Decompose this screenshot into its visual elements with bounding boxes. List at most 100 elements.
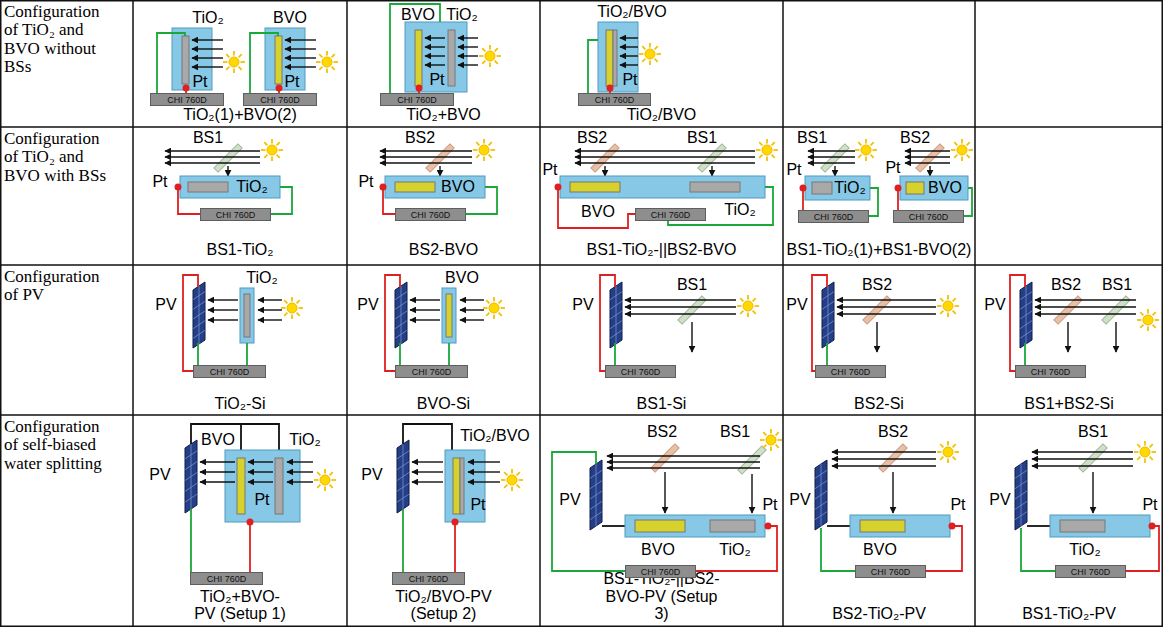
sun-ray bbox=[747, 313, 749, 318]
sun-ray bbox=[865, 157, 867, 162]
wire bbox=[897, 191, 899, 210]
sun-ray bbox=[772, 155, 775, 158]
sun-ray bbox=[511, 469, 513, 474]
header-text: Configuration of self-biased water split… bbox=[0, 415, 116, 473]
pv-panel bbox=[1015, 460, 1027, 530]
sun-ray bbox=[334, 61, 339, 63]
component-label: BVO bbox=[863, 542, 897, 559]
component-label: BS1 bbox=[797, 130, 827, 147]
light-arrow bbox=[410, 299, 440, 300]
sun-ray bbox=[330, 472, 333, 475]
sun-ray bbox=[770, 447, 772, 452]
wire bbox=[602, 525, 625, 527]
pv-grid bbox=[191, 444, 192, 509]
sun-ray bbox=[501, 479, 506, 481]
sun-ray bbox=[519, 479, 524, 481]
sun-ray bbox=[649, 43, 651, 48]
electrolyte-cell bbox=[625, 515, 765, 537]
light-arrow bbox=[380, 156, 472, 157]
component-label: BS2 bbox=[1051, 277, 1081, 294]
cell-caption: BS2-BVO bbox=[409, 241, 478, 259]
pt-counter-electrode bbox=[416, 85, 423, 92]
component-label: Pt bbox=[192, 74, 207, 91]
component-label: BS2 bbox=[647, 424, 677, 441]
instrument-label: CHI 760D bbox=[894, 211, 963, 224]
sun-ray bbox=[937, 305, 942, 307]
wire bbox=[558, 190, 635, 228]
potentiostat-box: CHI 760D bbox=[855, 565, 926, 578]
component-label: Pt bbox=[542, 162, 557, 179]
pt-counter-electrode bbox=[247, 519, 254, 526]
light-arrow bbox=[192, 39, 223, 40]
component-label: BVO bbox=[441, 179, 475, 196]
pv-grid bbox=[596, 464, 597, 526]
light-arrow bbox=[285, 57, 316, 58]
component-label: Pt bbox=[885, 160, 900, 177]
table-rule bbox=[782, 0, 784, 627]
cell-caption: BS1-TiO₂-||BS2-BVO bbox=[587, 241, 737, 259]
bvo-photoanode bbox=[395, 182, 435, 192]
light-arrow bbox=[625, 313, 736, 314]
pv-grid bbox=[828, 286, 829, 344]
sun-ray bbox=[297, 313, 300, 316]
cell-caption: TiO₂/BVO-PV (Setup 2) bbox=[394, 588, 494, 623]
light-arrow bbox=[165, 150, 260, 151]
component-label: TiO₂ bbox=[192, 10, 223, 27]
sun-symbol bbox=[957, 145, 967, 155]
sun-symbol bbox=[485, 51, 495, 61]
potentiostat-box: CHI 760D bbox=[798, 210, 869, 223]
sun-ray bbox=[1147, 309, 1149, 314]
pt-counter-electrode bbox=[380, 184, 387, 191]
sun-ray bbox=[776, 445, 779, 448]
sun-ray bbox=[873, 149, 878, 151]
component-label: BVO bbox=[201, 432, 235, 449]
pt-counter-electrode bbox=[452, 519, 459, 526]
sun-ray bbox=[760, 439, 765, 441]
wire bbox=[383, 190, 395, 214]
light-arrow bbox=[285, 66, 316, 67]
light-arrow bbox=[1092, 472, 1093, 513]
light-arrow bbox=[412, 471, 443, 472]
electrolyte-cell bbox=[225, 450, 300, 522]
table-cell: BS2-BVOCHI 760D bbox=[347, 127, 540, 265]
sun-ray bbox=[226, 67, 229, 70]
table-rule bbox=[346, 0, 348, 627]
sun-ray bbox=[954, 142, 957, 145]
light-arrow bbox=[905, 156, 950, 157]
table-cell: BS2-TiO₂-PVCHI 760D bbox=[783, 415, 975, 627]
sun-ray bbox=[961, 139, 963, 144]
sun-ray bbox=[497, 55, 502, 57]
potentiostat-box: CHI 760D bbox=[1015, 365, 1086, 378]
component-label: Pt bbox=[1142, 497, 1157, 514]
beam-splitter bbox=[738, 446, 766, 474]
sun-ray bbox=[241, 61, 246, 63]
light-arrow bbox=[837, 313, 936, 314]
instrument-label: CHI 760D bbox=[816, 366, 885, 379]
light-arrow bbox=[808, 150, 855, 151]
sun-symbol bbox=[479, 145, 489, 155]
sun-ray bbox=[967, 142, 970, 145]
sun-ray bbox=[486, 300, 489, 303]
light-arrow bbox=[468, 471, 500, 472]
sun-ray bbox=[778, 439, 783, 441]
pv-panel bbox=[815, 460, 827, 530]
light-arrow bbox=[832, 451, 936, 452]
light-arrow bbox=[905, 162, 950, 163]
pt-counter-electrode bbox=[765, 523, 772, 530]
sun-ray bbox=[642, 46, 645, 49]
potentiostat-box: CHI 760D bbox=[190, 572, 263, 585]
wire bbox=[920, 526, 962, 571]
cell-caption: BS1-TiO₂ bbox=[207, 241, 274, 259]
instrument-label: CHI 760D bbox=[201, 209, 270, 222]
pt-counter-electrode bbox=[1149, 523, 1156, 530]
tio2-photoanode bbox=[275, 458, 283, 514]
pv-grid bbox=[1026, 286, 1027, 344]
component-label: BS1 bbox=[720, 424, 750, 441]
table-cell: TiO₂/BVO-PV (Setup 2)CHI 760D bbox=[347, 415, 540, 627]
sun-ray bbox=[855, 149, 860, 151]
light-arrow bbox=[380, 150, 472, 151]
sun-ray bbox=[955, 305, 960, 307]
component-label: BVO bbox=[273, 10, 307, 27]
table-rule bbox=[0, 264, 1163, 266]
light-arrow bbox=[410, 319, 440, 320]
